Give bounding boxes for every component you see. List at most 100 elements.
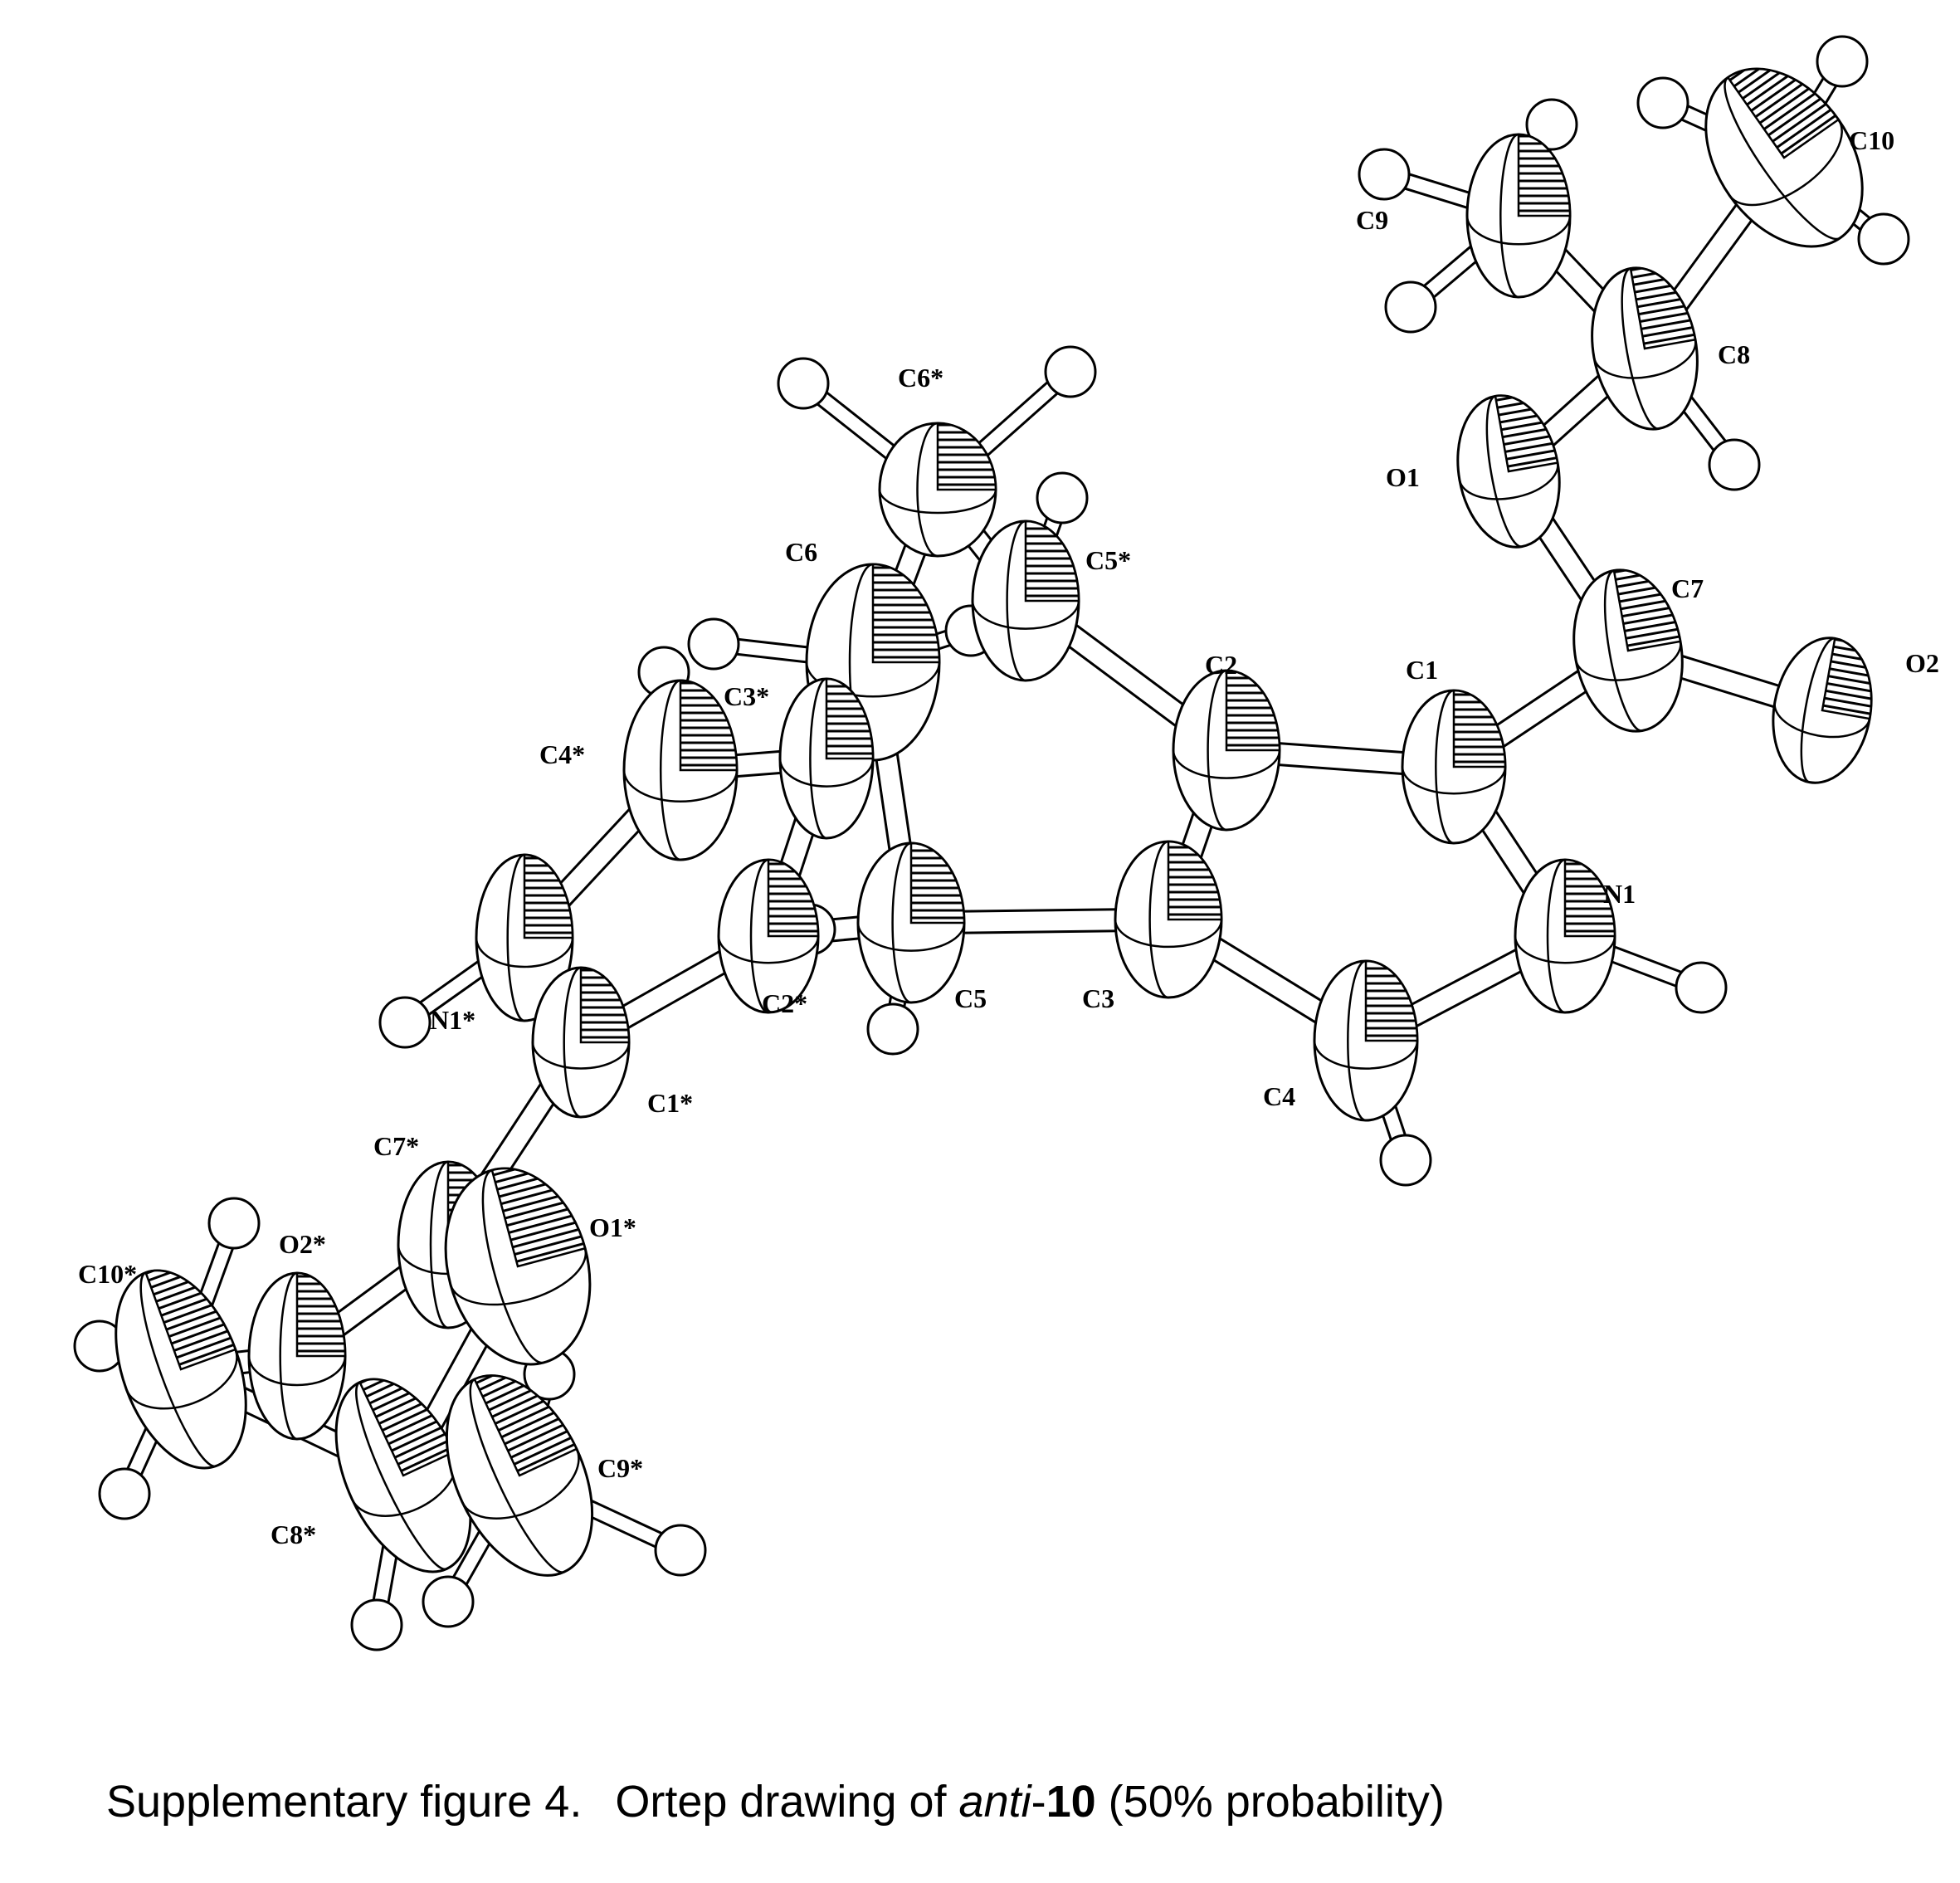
atom-equator-C1 [1401, 766, 1507, 795]
caption-text: Ortep drawing of [615, 1777, 959, 1827]
hydrogen-atom-9 [1044, 345, 1097, 398]
atom-C5 [856, 841, 966, 1004]
atom-octant-O1s [490, 1167, 587, 1268]
atom-label-C3: C3 [1082, 983, 1114, 1013]
hydrogen-atom-23 [350, 1598, 403, 1651]
atom-octant-C6s [936, 422, 997, 491]
atom-C4 [1313, 959, 1419, 1122]
atom-meridian-O2s [279, 1271, 298, 1441]
hydrogen-atom-15 [1675, 961, 1728, 1014]
hydrogen-atom-3 [1384, 280, 1437, 334]
atom-meridian-N1s [506, 853, 525, 1022]
atom-C10 [1704, 67, 1864, 248]
atom-label-C10s: C10* [78, 1259, 137, 1289]
atom-label-C4s: C4* [539, 739, 585, 769]
atom-meridian-C1s [563, 966, 582, 1119]
atom-label-C2s: C2* [762, 988, 807, 1018]
atom-equator-C1s [531, 1042, 631, 1070]
atom-meridian-C5 [891, 841, 912, 1004]
hydrogen-atom-22 [654, 1524, 707, 1577]
atom-meridian-C10s [139, 1271, 217, 1468]
atom-equator-C4s [622, 769, 739, 803]
atom-label-N1s: N1* [430, 1005, 475, 1035]
atom-C7 [1572, 568, 1684, 733]
atom-equator-C4 [1313, 1040, 1419, 1070]
atom-label-C8: C8 [1718, 339, 1750, 369]
hydrogen-atom-24 [422, 1575, 475, 1628]
hydrogen-atom-14 [866, 1002, 919, 1056]
hydrogen-atom-5 [1816, 35, 1869, 88]
atom-octant-O1 [1494, 394, 1559, 473]
atom-meridian-C1 [1435, 689, 1455, 845]
atom-equator-C10s [125, 1349, 238, 1410]
atom-label-O2: O2 [1905, 648, 1939, 678]
atom-octant-C6 [871, 563, 941, 664]
atom-C5s [971, 520, 1080, 682]
atom-meridian-C8s [355, 1381, 447, 1571]
atom-equator-C9 [1465, 215, 1572, 246]
atom-label-C7: C7 [1671, 573, 1704, 603]
atom-meridian-C9 [1499, 133, 1519, 299]
atom-equator-C5s [971, 600, 1080, 630]
atom-meridian-C5s [1006, 520, 1026, 682]
atom-meridian-O1s [481, 1168, 544, 1364]
atom-octant-C9 [1517, 133, 1572, 217]
atom-label-C10: C10 [1849, 125, 1894, 155]
atom-meridian-N1 [1546, 858, 1566, 1014]
hydrogen-atom-8 [777, 357, 830, 410]
atom-O1 [1456, 394, 1561, 549]
hydrogen-atom-17 [378, 996, 431, 1049]
hydrogen-atom-20 [207, 1197, 261, 1250]
atom-C10s [115, 1269, 247, 1470]
atom-octant-C2 [1225, 669, 1281, 752]
atom-octant-C10 [1726, 67, 1841, 159]
atom-meridian-C4s [659, 679, 681, 861]
atom-equator-O1 [1458, 462, 1559, 500]
hydrogen-atom-6 [1857, 212, 1910, 266]
hydrogen-atom-2 [1525, 98, 1578, 151]
atom-meridian-C6s [916, 422, 939, 558]
atom-equator-C2s [717, 935, 820, 964]
atom-C8 [1591, 266, 1699, 431]
atom-O1s [444, 1167, 592, 1366]
figure-caption: Supplementary figure 4.Ortep drawing of … [106, 1776, 1932, 1827]
atom-O2s [247, 1271, 347, 1441]
atom-C9s [445, 1374, 594, 1577]
atom-octant-C1 [1452, 689, 1507, 768]
atom-label-C6: C6 [785, 537, 817, 567]
atom-equator-O1s [449, 1247, 588, 1306]
atoms-layer [115, 67, 1873, 1577]
atom-octant-C5s [1024, 520, 1080, 602]
hydrogen-atom-10 [1036, 471, 1089, 524]
atom-octant-C8 [1629, 266, 1697, 350]
hydrogen-atom-1 [1358, 148, 1411, 201]
atom-octant-C10s [144, 1269, 237, 1371]
atom-label-C8s: C8* [271, 1520, 316, 1549]
atom-C8s [334, 1378, 472, 1573]
atom-octant-O2 [1821, 637, 1873, 720]
atom-octant-C9s [473, 1374, 578, 1477]
atom-meridian-C4 [1347, 959, 1367, 1122]
atom-equator-C6 [805, 661, 941, 698]
hydrogen-atom-16 [1379, 1134, 1432, 1187]
atom-meridian-C7s [429, 1160, 449, 1329]
hydrogen-atom-4 [1636, 76, 1689, 129]
atom-octant-C4s [679, 679, 739, 772]
caption-number: 10 [1046, 1777, 1096, 1827]
atom-label-C7s: C7* [373, 1131, 419, 1161]
atom-label-O1: O1 [1386, 462, 1420, 492]
atom-equator-C5 [856, 922, 966, 952]
atom-meridian-O2 [1800, 637, 1836, 783]
atom-C4s [622, 679, 739, 861]
atom-meridian-C2 [1207, 669, 1227, 832]
atom-equator-C3s [778, 758, 875, 788]
atom-C1s [531, 966, 631, 1119]
atom-meridian-O1 [1485, 395, 1523, 548]
atom-label-C1s: C1* [647, 1088, 693, 1118]
atom-octant-C1s [579, 966, 631, 1044]
atom-octant-N1 [1563, 858, 1616, 938]
atom-label-N1: N1 [1603, 879, 1636, 909]
atom-C3 [1114, 840, 1223, 999]
atom-C9 [1465, 133, 1572, 299]
